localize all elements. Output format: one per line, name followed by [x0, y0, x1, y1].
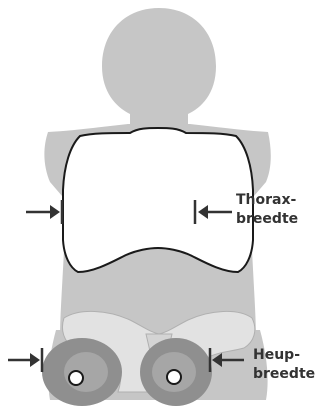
- thorax-left-arrow: [26, 200, 62, 224]
- left-femoral-head: [69, 371, 83, 385]
- hip-label-line2: breedte: [253, 365, 315, 384]
- thorax-width-label: Thorax- breedte: [236, 191, 298, 229]
- thorax-label-line1: Thorax-: [236, 191, 298, 210]
- right-femoral-head: [167, 370, 181, 384]
- hip-width-label: Heup- breedte: [253, 346, 315, 384]
- left-hip-inner: [64, 352, 108, 392]
- thorax-label-line2: breedte: [236, 210, 298, 229]
- hip-left-arrow: [8, 348, 42, 372]
- hip-label-line1: Heup-: [253, 346, 315, 365]
